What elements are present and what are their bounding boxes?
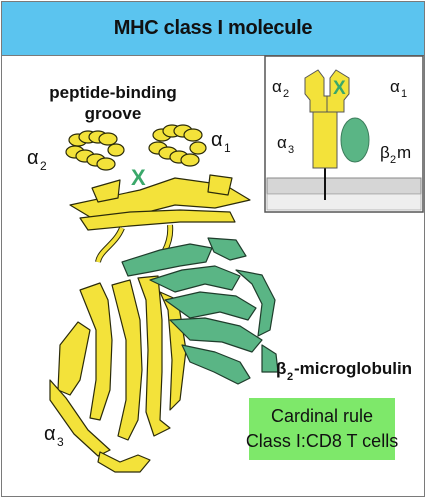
alpha-chain-ribbon: [49, 124, 251, 473]
alpha3-label-symbol: α: [44, 423, 56, 445]
inset-alpha1-label: α 1: [390, 77, 407, 100]
alpha1-helix: [148, 124, 207, 167]
inset-alpha1-subscript: 1: [401, 88, 407, 100]
b2m-label-prefix: β: [276, 359, 286, 378]
inset-alpha3-symbol: α: [277, 133, 287, 152]
alpha3-label-subscript: 3: [57, 435, 64, 449]
b2m-label-subscript: 2: [287, 371, 293, 383]
inset-alpha3-subscript: 3: [288, 144, 294, 156]
alpha3-label: α 3: [44, 423, 64, 449]
inset-alpha1-symbol: α: [390, 77, 400, 96]
alpha1-label: α 1: [211, 129, 231, 155]
b2m-label: β 2 -microglobulin: [276, 359, 412, 383]
inset-schematic: X α 2 α 1 α 3 β 2 m: [264, 55, 424, 213]
inset-peptide-marker: X: [333, 78, 346, 99]
inset-alpha3-block: [312, 109, 338, 169]
figure-title: MHC class I molecule: [113, 17, 313, 39]
inset-alpha2-subscript: 2: [283, 88, 289, 100]
inset-b2m-label: β 2 m: [380, 143, 411, 166]
inset-alpha2-label: α 2: [272, 77, 289, 100]
groove-label-line1: peptide-binding: [49, 83, 176, 102]
inset-alpha3-label: α 3: [277, 133, 294, 156]
inset-b2m-oval: [340, 117, 370, 163]
b2m-label-suffix: -microglobulin: [294, 359, 412, 378]
cell-membrane: [266, 177, 422, 195]
inset-b2m-prefix: β: [380, 143, 390, 162]
alpha2-helix: [65, 130, 125, 171]
alpha1-label-symbol: α: [211, 129, 223, 151]
inset-alpha2-symbol: α: [272, 77, 282, 96]
inset-alpha1-alpha2-cup: [304, 69, 350, 113]
inset-b2m-subscript: 2: [390, 154, 396, 166]
alpha2-label-subscript: 2: [40, 159, 47, 173]
cardinal-rule-box: Cardinal rule Class I:CD8 T cells: [245, 398, 399, 460]
alpha2-label: α 2: [27, 147, 47, 173]
inset-b2m-suffix: m: [397, 143, 411, 162]
alpha3-domain: [49, 275, 187, 473]
peptide-marker: X: [131, 165, 146, 190]
cell-membrane-inner: [266, 193, 422, 211]
alpha2-label-symbol: α: [27, 147, 39, 169]
title-bar: MHC class I molecule: [2, 2, 424, 56]
groove-beta-sheet: [69, 174, 251, 231]
cardinal-rule-text: Class I:CD8 T cells: [245, 431, 399, 451]
cardinal-rule-heading: Cardinal rule: [270, 406, 374, 426]
b2m-ribbon: [121, 237, 279, 385]
groove-label-line2: groove: [85, 104, 142, 123]
alpha1-label-subscript: 1: [224, 141, 231, 155]
